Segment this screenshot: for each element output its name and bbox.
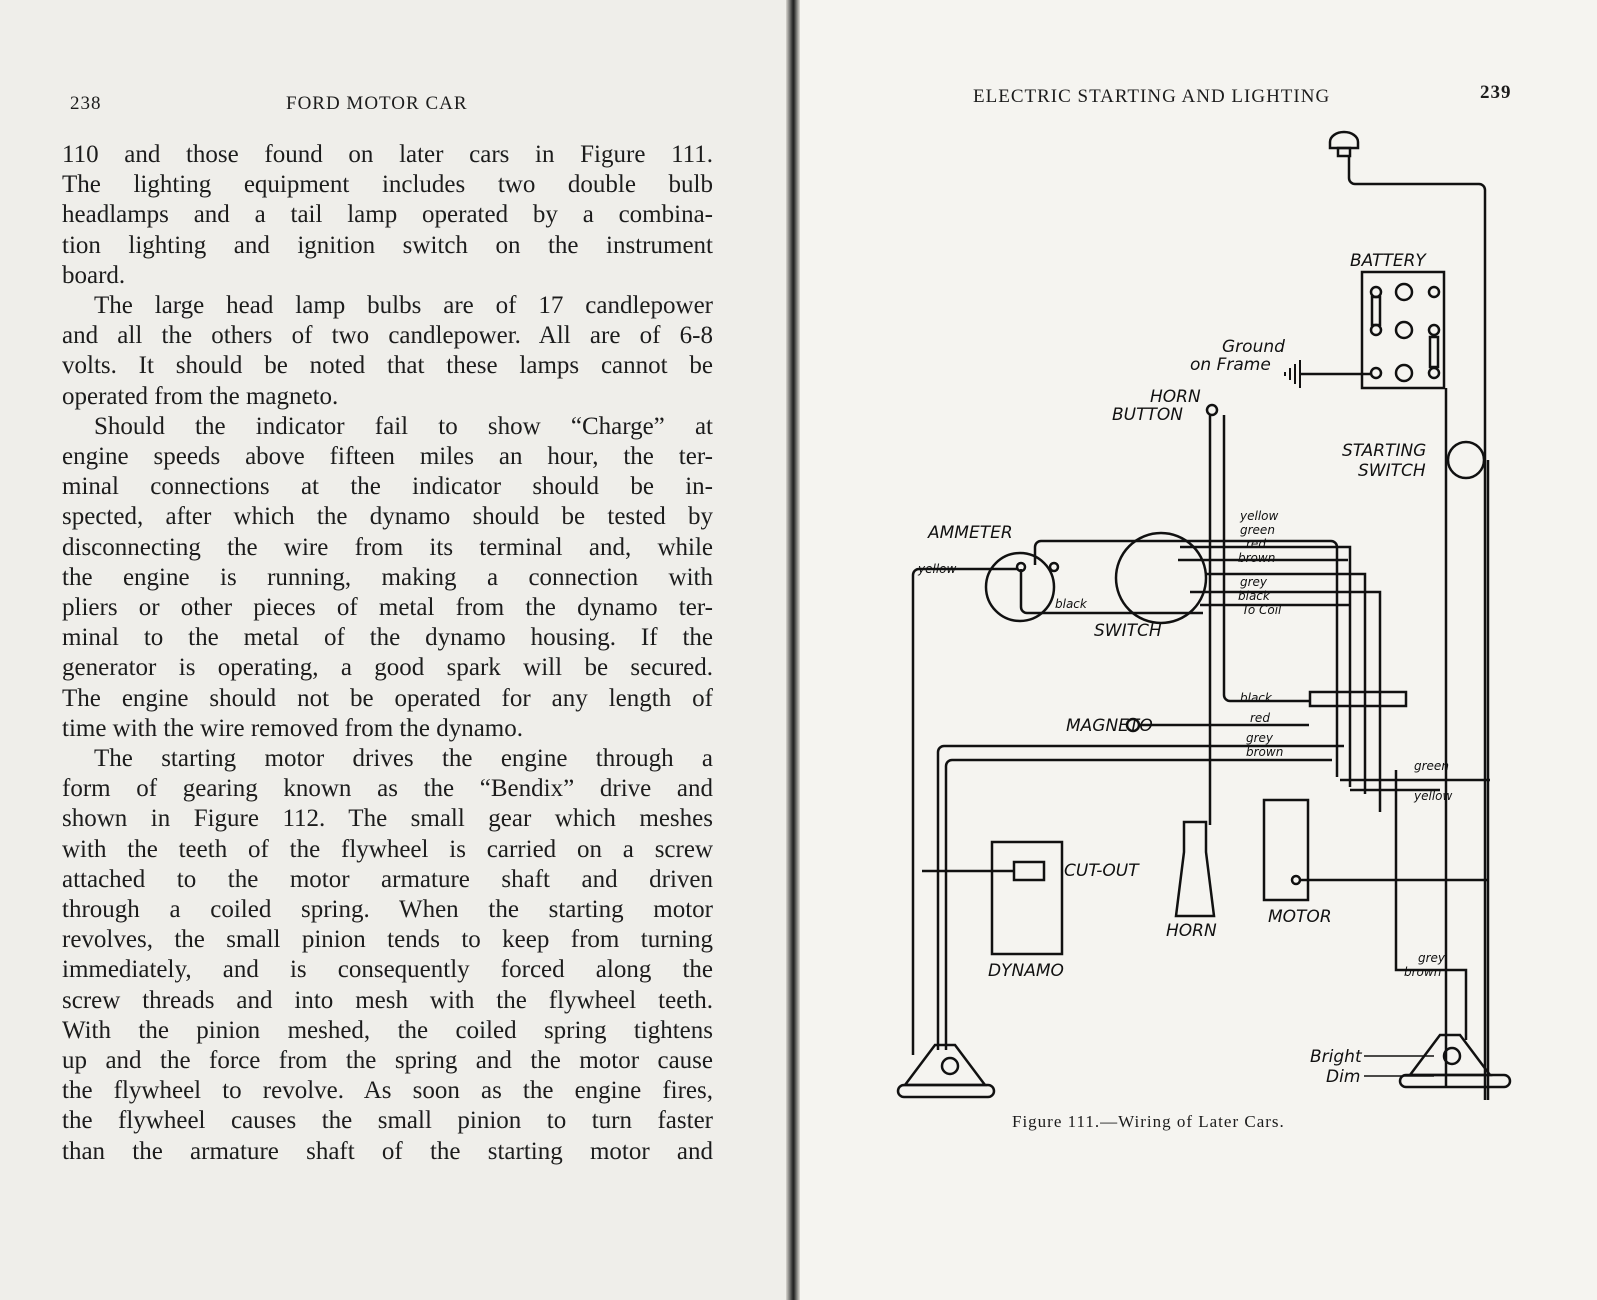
wire-label: grey — [1246, 731, 1274, 745]
wire-label: grey — [1418, 951, 1446, 965]
text-line: tion lighting and ignition switch on the… — [62, 231, 713, 259]
horn-icon — [1174, 820, 1216, 918]
right-headlamp-icon — [1398, 1033, 1512, 1089]
text-line: board. — [62, 261, 126, 289]
wire-tail-lamp — [1347, 156, 1487, 1100]
label-battery: BATTERY — [1350, 251, 1427, 271]
text-line: than the armature shaft of the starting … — [62, 1137, 713, 1165]
text-line: the flywheel causes the small pinion to … — [62, 1107, 713, 1135]
text-line: operated from the magneto. — [62, 382, 339, 410]
label-ground: Ground — [1222, 337, 1285, 357]
text-line: With the pinion meshed, the coiled sprin… — [62, 1016, 713, 1044]
wire-label: yellow — [917, 562, 956, 576]
wire-label: red — [1246, 537, 1266, 551]
label-switch: SWITCH — [1094, 621, 1162, 641]
label-ammeter: AMMETER — [927, 523, 1013, 543]
text-line: the engine is running, making a connecti… — [62, 563, 713, 591]
text-line: engine speeds above fifteen miles an hou… — [62, 443, 713, 470]
text-line: immediately, and is consequently forced … — [62, 956, 713, 984]
left-headlamp-icon — [896, 1043, 996, 1099]
left-page: 238 FORD MOTOR CAR 110 and those found o… — [62, 93, 713, 1165]
page-number-left: 238 — [70, 93, 102, 114]
wire-label: To Coil — [1242, 603, 1282, 617]
label-motor: MOTOR — [1268, 907, 1332, 927]
wire-label: green — [1240, 523, 1275, 537]
running-head-right: ELECTRIC STARTING AND LIGHTING — [973, 86, 1331, 107]
starting-switch-icon — [1446, 440, 1486, 480]
battery-icon — [1360, 270, 1446, 390]
label-magneto: MAGNETO — [1066, 716, 1153, 736]
wire-label: brown — [1246, 745, 1283, 759]
label-starting: STARTING — [1342, 441, 1426, 461]
wire-horn-button — [1208, 415, 1310, 825]
text-line: through a coiled spring. When the starti… — [62, 896, 713, 923]
running-head-left: FORD MOTOR CAR — [286, 93, 468, 114]
text-line: headlamps and a tail lamp operated by a … — [62, 201, 713, 229]
label-cut-out: CUT-OUT — [1064, 861, 1140, 881]
text-line: The large head lamp bulbs are of 17 cand… — [94, 292, 713, 319]
label-on-frame: on Frame — [1190, 355, 1271, 375]
figure-caption: Figure 111.—Wiring of Later Cars. — [1012, 1112, 1285, 1131]
cut-out-icon — [1012, 860, 1046, 882]
right-page: ELECTRIC STARTING AND LIGHTING 239 — [800, 0, 1597, 1300]
text-line: shown in Figure 112. The small gear whic… — [62, 805, 713, 833]
wire-label: black — [1238, 589, 1271, 603]
text-line: disconnecting the wire from its terminal… — [62, 533, 713, 561]
text-line: up and the force from the spring and the… — [62, 1047, 713, 1074]
text-line: the flywheel to revolve. As soon as the … — [62, 1077, 713, 1105]
text-line: screw threads and into mesh with the fly… — [62, 986, 713, 1014]
wire-label: yellow — [1413, 789, 1452, 803]
tail-lamp-icon — [1328, 130, 1360, 158]
text-line: attached to the motor armature shaft and… — [62, 865, 713, 893]
wire-label: red — [1250, 711, 1270, 725]
wire-label: brown — [1238, 551, 1275, 565]
label-bright: Bright — [1310, 1047, 1363, 1067]
text-line: volts. It should be noted that these lam… — [62, 352, 713, 380]
text-line: minal to the metal of the dynamo housing… — [62, 624, 713, 652]
label-starting-switch: SWITCH — [1358, 461, 1426, 481]
text-line: The lighting equipment includes two doub… — [62, 171, 713, 199]
book-gutter — [786, 0, 800, 1300]
text-line: 110 and those found on later cars in Fig… — [62, 141, 713, 168]
text-line: with the teeth of the flywheel is carrie… — [62, 835, 713, 863]
label-horn-device: HORN — [1166, 921, 1217, 941]
text-line: time with the wire removed from the dyna… — [62, 714, 523, 742]
text-line: Should the indicator fail to show “Charg… — [94, 412, 713, 440]
wire-label: black — [1240, 691, 1273, 705]
wire-label: green — [1414, 759, 1449, 773]
text-line: and all the others of two candlepower. A… — [62, 322, 713, 350]
terminal-block-icon — [1308, 690, 1408, 708]
page-number-right: 239 — [1480, 82, 1512, 103]
label-horn-button: BUTTON — [1112, 405, 1183, 425]
dynamo-icon — [990, 840, 1064, 956]
wire-label: yellow — [1239, 509, 1278, 523]
ammeter-icon — [984, 551, 1056, 623]
text-line: revolves, the small pinion tends to keep… — [62, 926, 713, 954]
label-horn: HORN — [1150, 387, 1201, 407]
text-line: The engine should not be operated for an… — [62, 684, 713, 712]
ignition-switch-icon — [1114, 531, 1208, 625]
wire-label: black — [1055, 597, 1088, 611]
label-dim: Dim — [1326, 1067, 1360, 1087]
text-line: spected, after which the dynamo should b… — [62, 503, 713, 531]
text-line: pliers or other pieces of metal from the… — [62, 594, 713, 621]
horn-button-icon — [1205, 403, 1219, 417]
wire-label: grey — [1240, 575, 1268, 589]
ground-icon — [1284, 360, 1301, 388]
label-dynamo: DYNAMO — [988, 961, 1064, 981]
text-line: The starting motor drives the engine thr… — [94, 745, 713, 772]
text-line: minal connections at the indicator shoul… — [62, 473, 713, 501]
text-line: form of gearing known as the “Bendix” dr… — [62, 775, 713, 803]
starting-motor-icon — [1262, 798, 1310, 902]
wire-label: brown — [1404, 965, 1441, 979]
text-line: generator is operating, a good spark wil… — [62, 654, 713, 682]
